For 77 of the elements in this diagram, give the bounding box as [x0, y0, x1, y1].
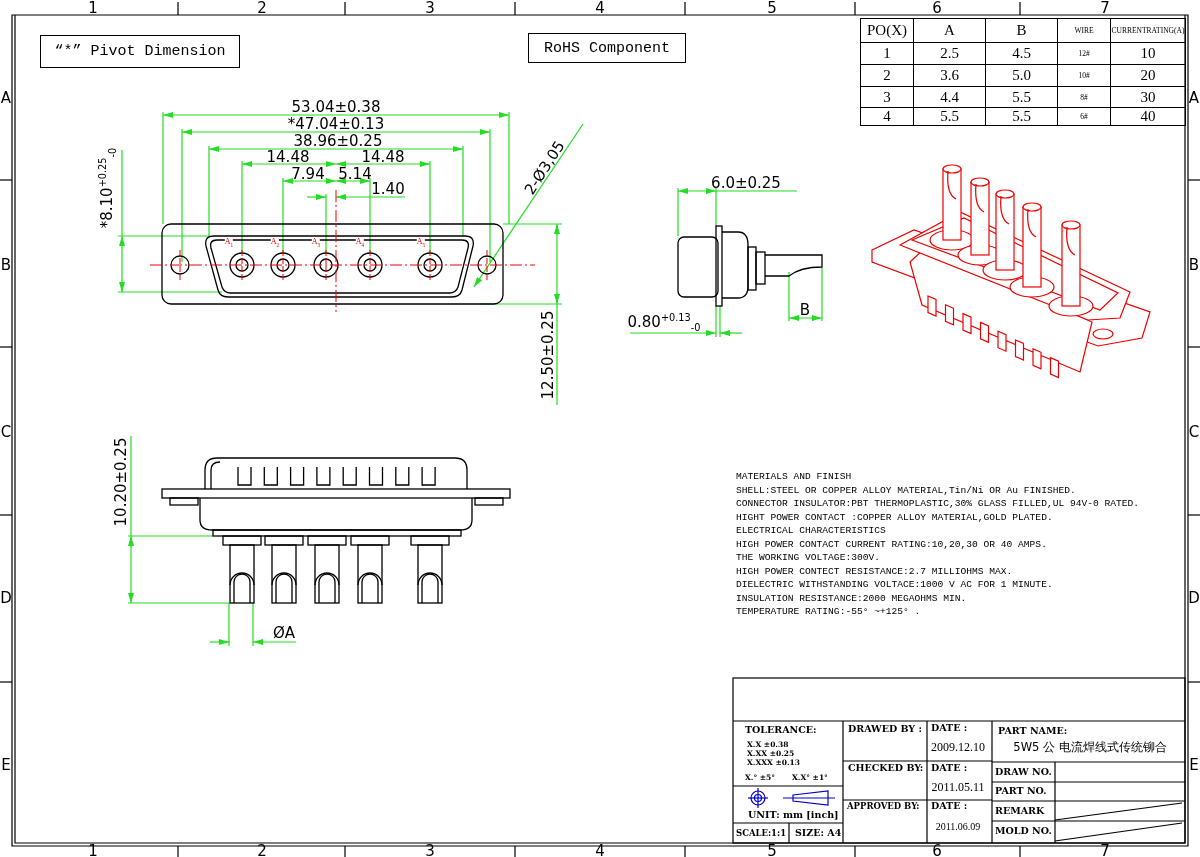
spec-note-line: HIGH POWER CONTACT CURRENT RATING:10,20,30 OR 40 AMPS.	[736, 539, 1047, 550]
spec-note-line: TEMPERATURE RATING:-55° ~+125° .	[736, 607, 921, 617]
note-box: “*” Pivot Dimension	[40, 35, 240, 68]
zone-letter: B	[1188, 257, 1200, 273]
table-header-cell: PO(X)	[860, 18, 914, 43]
dimension-text: B	[799, 302, 811, 318]
tolerance-heading: TOLERANCE:	[745, 725, 817, 735]
table-cell: 40	[1110, 107, 1186, 126]
zone-number: 6	[932, 0, 942, 16]
spec-note-line: CONNECTOR INSULATOR:PBT THERMOPLASTIC,30% GLASS FILLED,UL 94V-0 RATED.	[736, 499, 1139, 509]
dimension-text: 5.14	[338, 166, 372, 182]
dimension-text: *47.04±0.13	[287, 116, 385, 132]
zone-number: 7	[1100, 0, 1110, 16]
spec-note-line: HIGHT POWER CONTACT :COPPER ALLOY MATERIAL,GOLD PLATED.	[736, 512, 1053, 523]
zone-number: 6	[932, 843, 942, 857]
dimension-text: 38.96±0.25	[293, 133, 383, 149]
spec-note-line: ELECTRICAL CHARACTERISTICS	[736, 526, 886, 536]
spec-note-line: MATERIALS AND FINISH	[736, 472, 852, 482]
table-cell: 4	[860, 107, 914, 126]
spec-note-line: SHELL:STEEL OR COPPER ALLOY MATERIAL,Tin/Ni OR Au FINISHED.	[736, 485, 1076, 496]
zone-number: 1	[88, 0, 98, 16]
field-label: DATE :	[931, 723, 968, 733]
dimension-text: 12.50±0.25	[540, 310, 556, 400]
part-name-value: 5W5 公 电流焊线式传统铆合	[1013, 742, 1167, 754]
dimension-text: 10.20±0.25	[113, 437, 129, 527]
field-label: MOLD NO.	[995, 826, 1052, 836]
pin-label: A$_{5}$	[416, 238, 426, 248]
field-label: DATE :	[931, 801, 968, 811]
note-box: RoHS Component	[528, 33, 686, 63]
dimension-text: 14.48	[361, 149, 405, 165]
zone-number: 5	[767, 843, 777, 857]
zone-letter: A	[1188, 90, 1200, 106]
zone-letter: E	[1189, 757, 1199, 773]
field-label: DRAW NO.	[995, 767, 1052, 777]
zone-number: 7	[1100, 843, 1110, 857]
zone-letter: C	[1188, 424, 1200, 440]
date-value: 2011.05.11	[931, 781, 985, 793]
zone-number: 4	[595, 0, 605, 16]
field-label: APPROVED BY:	[847, 801, 920, 811]
pin-label: A$_{3}$	[311, 238, 321, 248]
zone-letter: D	[1188, 590, 1200, 606]
pin-label: A$_{1}$	[224, 238, 234, 248]
size-label: SIZE: A4	[795, 828, 842, 838]
date-value: 2009.12.10	[931, 741, 985, 753]
zone-number: 1	[88, 843, 98, 857]
zone-number: 2	[257, 843, 267, 857]
dimension-text: 6.0±0.25	[711, 175, 781, 191]
pin-label: A$_{4}$	[355, 238, 365, 248]
field-label: PART NAME:	[998, 726, 1068, 736]
zone-letter: C	[0, 424, 12, 440]
zone-letter: E	[1, 757, 11, 773]
spec-note-line: DIELECTRIC WITHSTANDING VOLTACE:1000 V AC FOR 1 MINUTE.	[736, 580, 1053, 590]
zone-letter: A	[0, 90, 12, 106]
field-label: REMARK	[995, 806, 1045, 816]
field-label: DRAWED BY :	[848, 724, 922, 734]
zone-letter: B	[0, 257, 12, 273]
dimension-text: 14.48	[266, 149, 310, 165]
scale-label: SCALE:1:1	[736, 828, 787, 838]
zone-letter: D	[0, 590, 12, 606]
zone-number: 3	[425, 0, 435, 16]
date-value: 2011.06.09	[935, 822, 981, 832]
spec-note-line: HIGH POWER CONTECT RESISTANCE:2.7 MILLIOHMS MAX.	[736, 566, 1013, 577]
field-label: CHECKED BY:	[848, 763, 924, 773]
zone-number: 3	[425, 843, 435, 857]
unit-label: UNIT: mm [inch]	[748, 810, 839, 820]
zone-number: 2	[257, 0, 267, 16]
spec-note-line: THE WORKING VOLTAGE:300V.	[736, 553, 880, 563]
dimension-text: ØA	[272, 625, 296, 641]
zone-number: 5	[767, 0, 777, 16]
pin-label: A$_{2}$	[270, 238, 280, 248]
dimension-text: 7.94	[291, 166, 325, 182]
dimension-text: 1.40	[371, 181, 405, 197]
zone-number: 4	[595, 843, 605, 857]
dimension-text: 53.04±0.38	[291, 99, 381, 115]
spec-note-line: INSULATION RESISTANCE:2000 MEGAOHMS MIN.	[736, 593, 967, 604]
field-label: DATE :	[931, 763, 968, 773]
field-label: PART NO.	[995, 786, 1047, 796]
